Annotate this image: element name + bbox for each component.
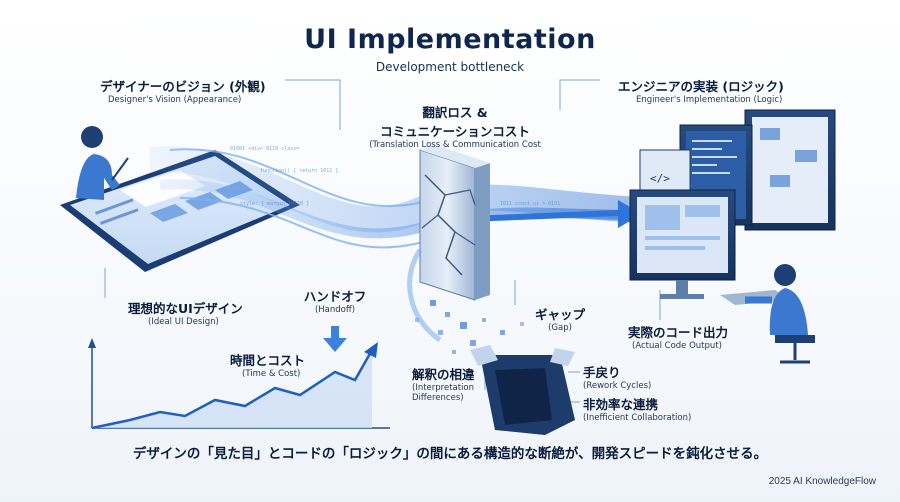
interpretation-en1: (Interpretation xyxy=(412,383,475,393)
designer-vision-label: デザイナーのビジョン (外観) Designer's Vision (Appea… xyxy=(100,76,266,105)
gap-jp: ギャップ xyxy=(534,307,585,322)
handoff-label: ハンドオフ (Handoff) xyxy=(295,286,375,315)
engineer-implementation-jp: エンジニアの実装 (ロジック) xyxy=(618,79,784,94)
designer-person-illustration xyxy=(76,126,129,200)
handoff-jp: ハンドオフ xyxy=(303,289,367,304)
interpretation-jp: 解釈の相違 xyxy=(412,367,475,382)
time-cost-en: (Time & Cost) xyxy=(242,369,301,379)
handoff-arrow xyxy=(323,326,347,352)
ideal-ui-en: (Ideal UI Design) xyxy=(148,317,219,327)
engineer-person-illustration xyxy=(745,264,815,364)
actual-code-jp: 実際のコード出力 xyxy=(628,325,729,340)
page-subtitle: Development bottleneck xyxy=(375,60,525,74)
cracked-wall xyxy=(419,145,490,301)
interpretation-label: 解釈の相違 (Interpretation Differences) xyxy=(412,364,475,403)
inefficient-en: (Inefficient Collaboration) xyxy=(583,413,692,423)
rework-jp: 手戻り xyxy=(583,365,621,380)
interpretation-en2: Differences) xyxy=(412,393,464,403)
inefficient-jp: 非効率な連携 xyxy=(583,397,659,412)
ideal-ui-label: 理想的なUIデザイン (Ideal UI Design) xyxy=(128,298,243,327)
svg-text:style: { margin 10110 }: style: { margin 10110 } xyxy=(240,201,309,207)
svg-text:1011 const ui = 0101: 1011 const ui = 0101 xyxy=(500,201,560,207)
data-flow-stream: 01001 <div> 0110 class= function() { ret… xyxy=(148,146,642,249)
actual-code-en: (Actual Code Output) xyxy=(632,341,722,351)
translation-loss-en: (Translation Loss & Communication Cost xyxy=(369,140,541,150)
actual-code-label: 実際のコード出力 (Actual Code Output) xyxy=(628,322,728,351)
rework-en: (Rework Cycles) xyxy=(583,381,652,391)
inefficient-label: 非効率な連携 (Inefficient Collaboration) xyxy=(583,394,691,423)
designer-vision-jp: デザイナーのビジョン (外観) xyxy=(100,79,266,94)
time-cost-label: 時間とコスト (Time & Cost) xyxy=(230,350,305,379)
handoff-en: (Handoff) xyxy=(314,305,356,315)
footer-caption: デザインの「見た目」とコードの「ロジック」の間にある構造的な断絶が、開発スピード… xyxy=(132,446,768,462)
engineer-monitors: </> xyxy=(629,109,836,305)
pit-illustration xyxy=(470,345,575,435)
gap-en: (Gap) xyxy=(548,323,572,333)
credit-text: 2025 AI KnowledgeFlow xyxy=(768,476,876,487)
rework-label: 手戻り (Rework Cycles) xyxy=(583,362,651,391)
svg-text:01001 <div> 0110 class=: 01001 <div> 0110 class= xyxy=(230,146,299,152)
page-title: UI Implementation xyxy=(304,24,596,55)
translation-loss-jp1: 翻訳ロス & xyxy=(422,105,488,120)
designer-vision-en: Designer's Vision (Appearance) xyxy=(108,95,242,105)
time-cost-jp: 時間とコスト xyxy=(230,353,306,368)
time-cost-chart xyxy=(88,338,390,430)
engineer-implementation-label: エンジニアの実装 (ロジック) Engineer's Implementatio… xyxy=(618,76,784,105)
ideal-ui-jp: 理想的なUIデザイン xyxy=(128,301,243,316)
code-snippet-text: </> xyxy=(650,172,670,185)
svg-text:function() { return 1011 }: function() { return 1011 } xyxy=(260,168,338,174)
translation-loss-jp2: コミュニケーションコスト xyxy=(380,124,530,139)
translation-loss-label: 翻訳ロス & コミュニケーションコスト (Translation Loss & … xyxy=(350,102,560,150)
engineer-implementation-en: Engineer's Implementation (Logic) xyxy=(636,95,783,105)
gap-label: ギャップ (Gap) xyxy=(520,304,600,333)
falling-fragments xyxy=(407,248,524,354)
